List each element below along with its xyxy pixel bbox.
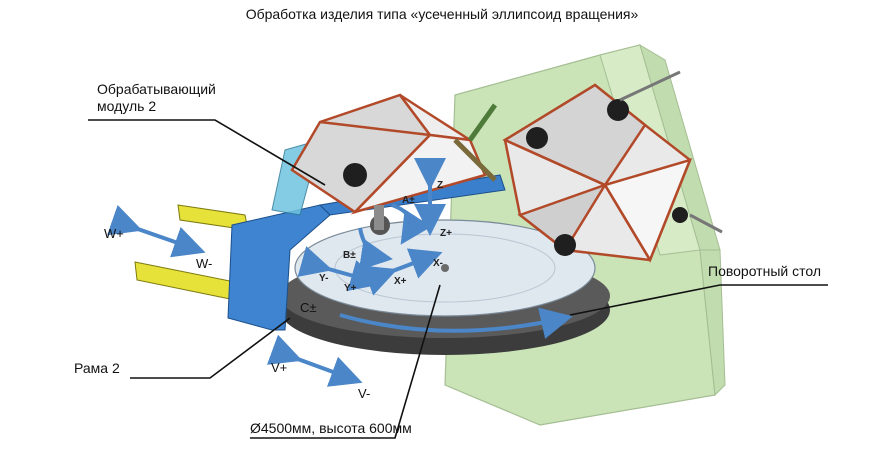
axis-label-z: Z <box>437 180 443 191</box>
axis-label-y-minus: Y- <box>319 273 328 284</box>
motion-label-c: C± <box>300 300 317 315</box>
axis-label-x-minus: X- <box>433 258 443 269</box>
motion-arrows <box>107 158 573 387</box>
rotary-table <box>280 219 610 355</box>
motion-label-w-plus: W+ <box>104 226 124 241</box>
motion-label-w-minus: W- <box>196 256 212 271</box>
callout-size: Ø4500мм, высота 600мм <box>250 420 412 436</box>
leader-lines <box>88 119 828 439</box>
diagram-title: Обработка изделия типа «усеченный эллипс… <box>245 6 639 22</box>
motion-label-v-minus: V- <box>358 386 370 401</box>
axis-label-z-plus: Z+ <box>440 228 452 239</box>
callout-rotary-table: Поворотный стол <box>708 263 821 279</box>
callout-module: Обрабатывающий модуль 2 <box>97 81 216 115</box>
axis-label-y-plus: Y+ <box>344 283 357 294</box>
callout-module-line1: Обрабатывающий <box>97 81 216 97</box>
processing-module-right <box>453 70 723 263</box>
axis-label-b: B± <box>343 250 356 261</box>
callout-module-line2: модуль 2 <box>97 98 157 114</box>
axis-label-a: A± <box>402 195 415 206</box>
callout-frame: Рама 2 <box>74 360 120 376</box>
motion-label-v-plus: V+ <box>271 360 287 375</box>
axis-label-x-plus: X+ <box>394 276 407 287</box>
